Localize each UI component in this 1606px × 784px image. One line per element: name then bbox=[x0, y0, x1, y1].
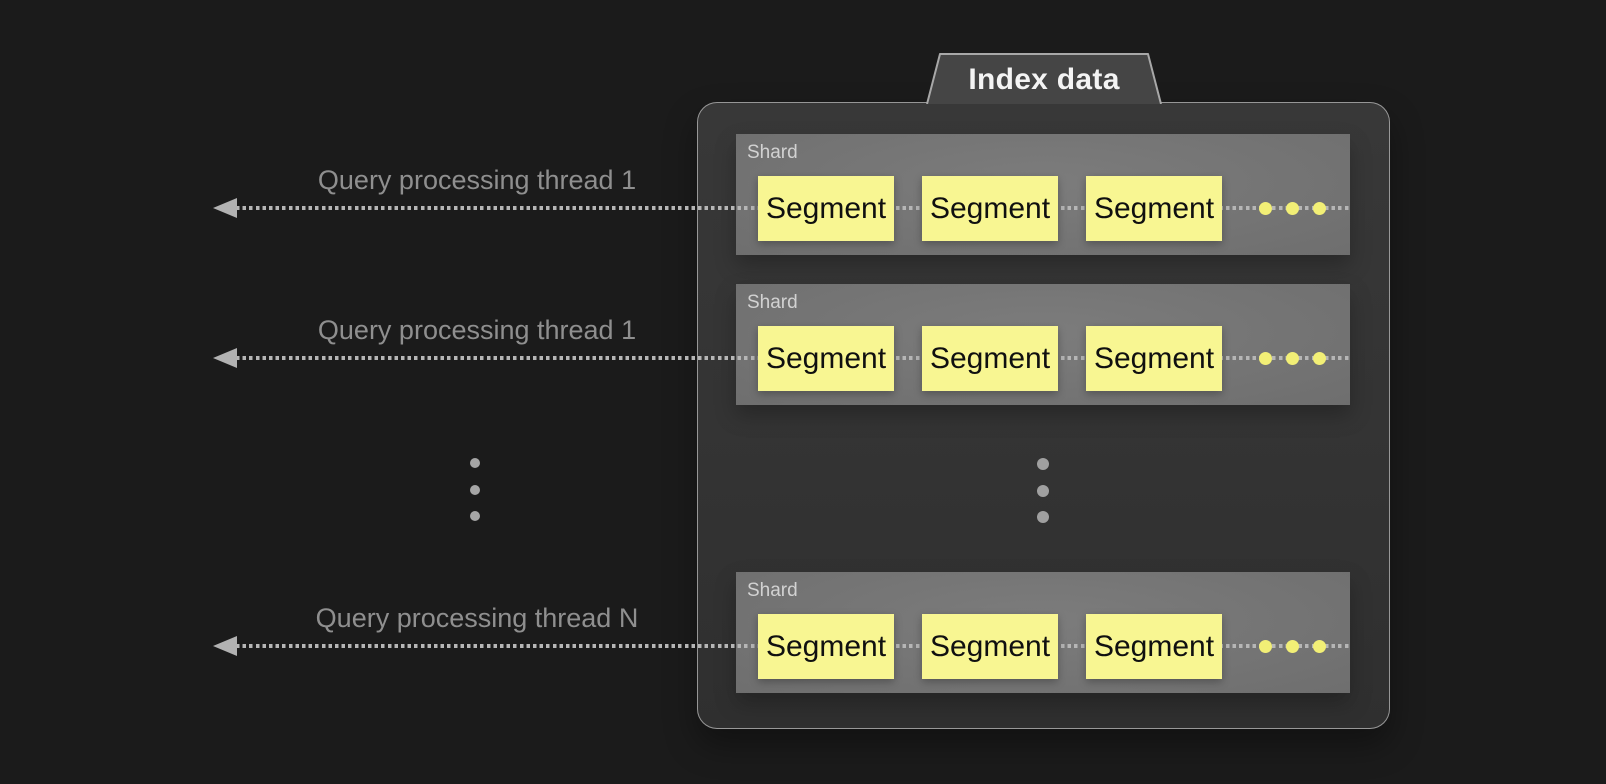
segment-box: Segment bbox=[1086, 614, 1222, 679]
vertical-ellipsis-icon bbox=[1037, 485, 1049, 497]
vertical-ellipsis-icon bbox=[1037, 458, 1049, 470]
segment-box: Segment bbox=[758, 176, 894, 241]
query-thread-label-2: Query processing thread 1 bbox=[317, 315, 637, 345]
index-data-title: Index data bbox=[968, 63, 1120, 96]
segment-box: Segment bbox=[1086, 326, 1222, 391]
arrow-left-icon bbox=[213, 198, 237, 218]
segment-box: Segment bbox=[922, 176, 1058, 241]
segment-box: Segment bbox=[922, 326, 1058, 391]
arrow-left-icon bbox=[213, 348, 237, 368]
shard-label: Shard bbox=[747, 580, 798, 601]
index-data-tab bbox=[926, 53, 1162, 104]
segment-ellipsis-dot-icon bbox=[1259, 202, 1272, 215]
segment-box: Segment bbox=[922, 614, 1058, 679]
segment-box: Segment bbox=[758, 326, 894, 391]
segment-ellipsis-dot-icon bbox=[1313, 640, 1326, 653]
segment-box: Segment bbox=[1086, 176, 1222, 241]
segment-ellipsis-dot-icon bbox=[1259, 352, 1272, 365]
segment-ellipsis-dot-icon bbox=[1313, 352, 1326, 365]
query-thread-label-3: Query processing thread N bbox=[315, 603, 639, 633]
segment-box: Segment bbox=[758, 614, 894, 679]
segment-ellipsis-dot-icon bbox=[1286, 352, 1299, 365]
segment-ellipsis-dot-icon bbox=[1259, 640, 1272, 653]
segment-ellipsis-dot-icon bbox=[1286, 640, 1299, 653]
segment-ellipsis-dot-icon bbox=[1313, 202, 1326, 215]
vertical-ellipsis-icon bbox=[470, 458, 480, 468]
shard-label: Shard bbox=[747, 142, 798, 163]
query-thread-label-1: Query processing thread 1 bbox=[317, 165, 637, 195]
shard-label: Shard bbox=[747, 292, 798, 313]
vertical-ellipsis-icon bbox=[470, 511, 480, 521]
vertical-ellipsis-icon bbox=[470, 485, 480, 495]
vertical-ellipsis-icon bbox=[1037, 511, 1049, 523]
segment-ellipsis-dot-icon bbox=[1286, 202, 1299, 215]
arrow-left-icon bbox=[213, 636, 237, 656]
